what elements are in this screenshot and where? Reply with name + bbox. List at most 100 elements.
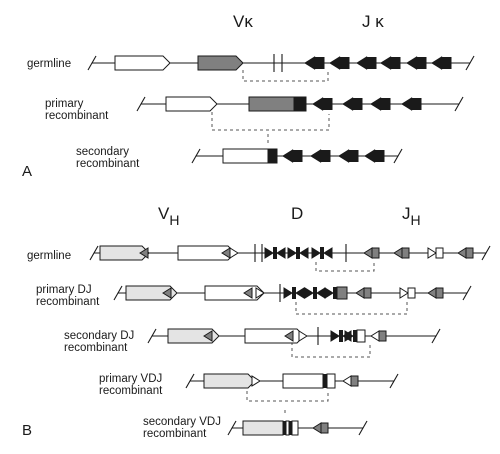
a-primary-j-4-rss (401, 97, 413, 111)
b-primary-dj-jh-4-rss (427, 287, 437, 299)
b-germline-d-3-rss-left (311, 247, 321, 259)
b-germline-label: germline (27, 250, 72, 262)
d-header: D (291, 204, 304, 223)
b-primary-dj-vh-1-rss (162, 287, 172, 299)
b-primary-vdj-line2: recombinant (99, 385, 163, 398)
recombination-brackets (211, 70, 408, 416)
a-secondary-j-2-rss (310, 149, 322, 163)
b-germline-d-2-body (296, 247, 300, 259)
a-primary-bracket (211, 112, 330, 131)
a-primary-vj-dark (248, 96, 295, 112)
b-secondary-dj-d-1-rss-left (330, 330, 340, 342)
a-germline-v-segment-2 (197, 55, 244, 71)
a-germline-j-6-rss (431, 56, 443, 70)
b-germline-jh-1-rss (363, 247, 373, 259)
b-primary-dj-jh-open-rss (399, 287, 409, 299)
vh-header-main: V (158, 204, 170, 223)
b-secondary-vdj-d-body-2 (289, 421, 292, 435)
b-secondary-dj-joint (356, 329, 366, 343)
a-germline-chromosome-start-tick (87, 55, 97, 71)
a-germline-j-1-rss (304, 56, 316, 70)
b-secondary-dj-vh-1-rss (203, 330, 213, 342)
a-germline-j-5-exon (416, 57, 427, 69)
b-primary-dj-d-1-body (292, 287, 296, 299)
b-germline-jh-2-rss (393, 247, 403, 259)
b-secondary-vdj-jh-rss (312, 422, 322, 434)
b-primary-vdj-jh-rss (342, 375, 352, 387)
a-secondary-label-line1: secondary (76, 146, 130, 158)
b-primary-dj-bracket (295, 302, 408, 315)
b-primary-dj-d-1-rss-left (283, 287, 293, 299)
a-secondary-label-line2: recombinant (76, 158, 140, 171)
b-primary-dj-d3-body (333, 287, 337, 299)
a-germline-v-segment-1 (114, 55, 171, 71)
a-primary-j-4-exon (411, 98, 422, 110)
a-germline-j-5-rss (406, 56, 418, 70)
a-germline-label: germline (27, 58, 72, 70)
b-secondary-dj-vh-2 (244, 328, 305, 344)
b-primary-vdj-v-box (282, 373, 324, 389)
b-primary-dj-vh-2 (204, 285, 265, 301)
a-germline-chromosome-end-tick (465, 55, 475, 71)
b-secondary-dj-jh-exon (378, 330, 387, 342)
b-germline-d-2-rss-left (287, 247, 297, 259)
gene-segments (99, 55, 474, 436)
jkappa-header: J κ (362, 12, 384, 31)
b-secondary-dj-d-1-body (339, 330, 343, 342)
b-secondary-vdj-chromosome-end-tick (358, 420, 368, 436)
b-secondary-vdj-line1: secondary VDJ (143, 416, 221, 428)
a-primary-j-3-rss (370, 97, 382, 111)
b-germline-jh-1-exon (371, 247, 380, 259)
a-germline-j-4-rss (380, 56, 392, 70)
a-germline-j-6-exon (441, 57, 452, 69)
b-secondary-vdj-chromosome-start-tick (227, 420, 237, 436)
b-primary-dj-d3-rss (324, 287, 334, 299)
vh-header-sub: H (169, 212, 180, 228)
a-secondary-j-1-exon (292, 150, 303, 162)
a-secondary-v-box (222, 148, 269, 164)
b-germline-d-3-body (320, 247, 324, 259)
a-secondary-chromosome-start-tick (191, 148, 201, 164)
b-germline-bracket (315, 262, 375, 272)
b-primary-dj-vh-2-rss (243, 287, 253, 299)
b-germline-d-1-body (273, 247, 277, 259)
b-germline-vh-1-rss (139, 247, 149, 259)
b-germline-d-1-rss-right (276, 247, 286, 259)
a-primary-v-segment-1 (165, 96, 218, 112)
a-primary-j-3-exon (380, 98, 391, 110)
b-secondary-dj-chromosome-end-tick (431, 328, 441, 344)
a-primary-j-2-exon (352, 98, 363, 110)
a-germline-j-1-exon (314, 57, 325, 69)
b-primary-dj-vh-1 (125, 285, 178, 301)
b-primary-vdj-line1: primary VDJ (99, 373, 163, 385)
b-germline-d-2-rss-right (299, 247, 309, 259)
b-secondary-vdj-label: secondary VDJ recombinant (143, 416, 221, 440)
a-secondary-j-1-rss (282, 149, 294, 163)
a-secondary-chromosome-end-tick (393, 148, 403, 164)
b-primary-dj-vh-2-rss-open (255, 287, 265, 299)
a-secondary-label: secondary recombinant (76, 146, 139, 170)
a-primary-j-2-rss (342, 97, 354, 111)
b-primary-vdj-chromosome-end-tick (389, 373, 399, 389)
b-germline-d-3-rss-right (323, 247, 333, 259)
b-secondary-dj-line2: recombinant (64, 342, 128, 355)
a-germline-j-4-exon (390, 57, 401, 69)
a-germline-bracket (242, 70, 329, 82)
a-secondary-vj-joint (267, 148, 278, 164)
b-secondary-vdj-joint (291, 420, 299, 436)
a-secondary-j-2-exon (320, 150, 331, 162)
a-primary-label: primary recombinant (45, 98, 108, 122)
b-primary-dj-jh-4-exon (435, 287, 444, 299)
vh-header: VH (158, 204, 179, 228)
a-primary-label-line2: recombinant (45, 110, 109, 123)
b-primary-vdj-jh-exon (350, 375, 359, 387)
b-primary-vdj-vh-1-rss-open (251, 375, 261, 387)
jh-header-sub: H (410, 212, 421, 228)
a-primary-chromosome-end-tick (454, 96, 464, 112)
b-primary-vdj-joint (326, 373, 336, 389)
b-germline-jh-3-exon (435, 247, 444, 259)
b-germline-chromosome-end-tick (481, 245, 491, 261)
b-secondary-dj-chromosome-start-tick (147, 328, 157, 344)
b-primary-vdj-vh-1 (203, 373, 256, 389)
